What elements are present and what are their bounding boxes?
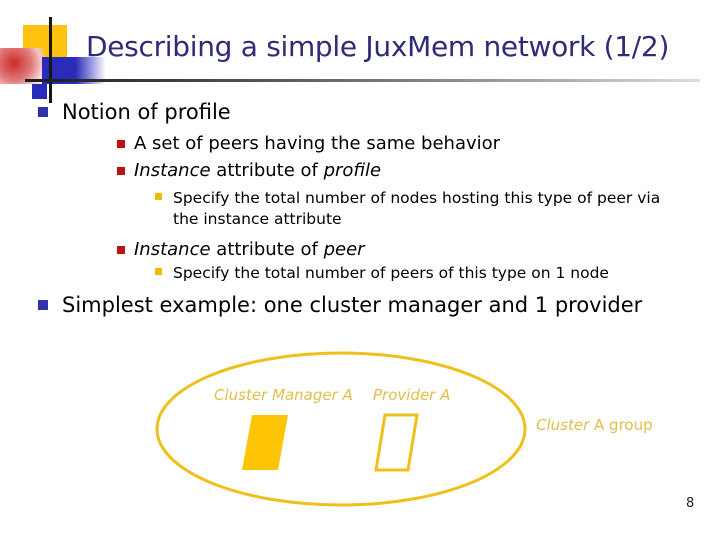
bullet-row-specify-nodes: Specify the total number of nodes hostin…	[155, 188, 660, 230]
bullet-text-line: Specify the total number of nodes hostin…	[173, 189, 661, 207]
slide-title: Describing a simple JuxMem network (1/2)	[86, 30, 670, 63]
bullet-row-notion: Notion of profile	[38, 100, 231, 124]
bullet-text-set-of-peers: A set of peers having the same behavior	[134, 133, 501, 154]
bullet-text-specify-nodes: Specify the total number of nodes hostin…	[173, 188, 660, 230]
bullet-text-instance-profile: Instance attribute of profile	[134, 160, 382, 181]
bullet-text-notion: Notion of profile	[62, 100, 231, 124]
bullet-text-line: the instance attribute	[173, 210, 342, 228]
bullet-text-instance-peer: Instance attribute of peer	[134, 239, 365, 260]
provider-shape	[374, 413, 419, 472]
cluster-manager-label: Cluster Manager A	[214, 386, 353, 404]
bullet-square-icon	[117, 140, 125, 148]
cluster-group-ellipse	[155, 351, 527, 507]
bullet-square-icon	[117, 246, 125, 254]
cluster-manager-shape	[242, 415, 288, 470]
bullet-square-icon	[38, 300, 48, 310]
bullet-square-icon	[117, 167, 125, 175]
bullet-text-simplest-example: Simplest example: one cluster manager an…	[62, 293, 643, 317]
decoration-horizontal-rule	[25, 79, 700, 82]
decoration-blue-small-square	[32, 84, 47, 99]
bullet-row-specify-peers: Specify the total number of peers of thi…	[155, 263, 609, 284]
provider-label: Provider A	[373, 386, 451, 404]
bullet-square-icon	[155, 193, 162, 200]
bullet-square-icon	[38, 107, 48, 117]
bullet-row-set-of-peers: A set of peers having the same behavior	[117, 133, 501, 155]
page-number: 8	[686, 496, 695, 511]
decoration-red-gradient-square	[0, 48, 44, 84]
cluster-group-label: Cluster A group	[536, 416, 653, 434]
bullet-row-instance-profile: Instance attribute of profile	[117, 160, 382, 182]
decoration-vertical-line	[49, 17, 52, 103]
bullet-square-icon	[155, 268, 162, 275]
bullet-row-instance-peer: Instance attribute of peer	[117, 239, 365, 261]
bullet-text-specify-peers: Specify the total number of peers of thi…	[173, 264, 609, 282]
bullet-row-simplest-example: Simplest example: one cluster manager an…	[38, 293, 642, 317]
